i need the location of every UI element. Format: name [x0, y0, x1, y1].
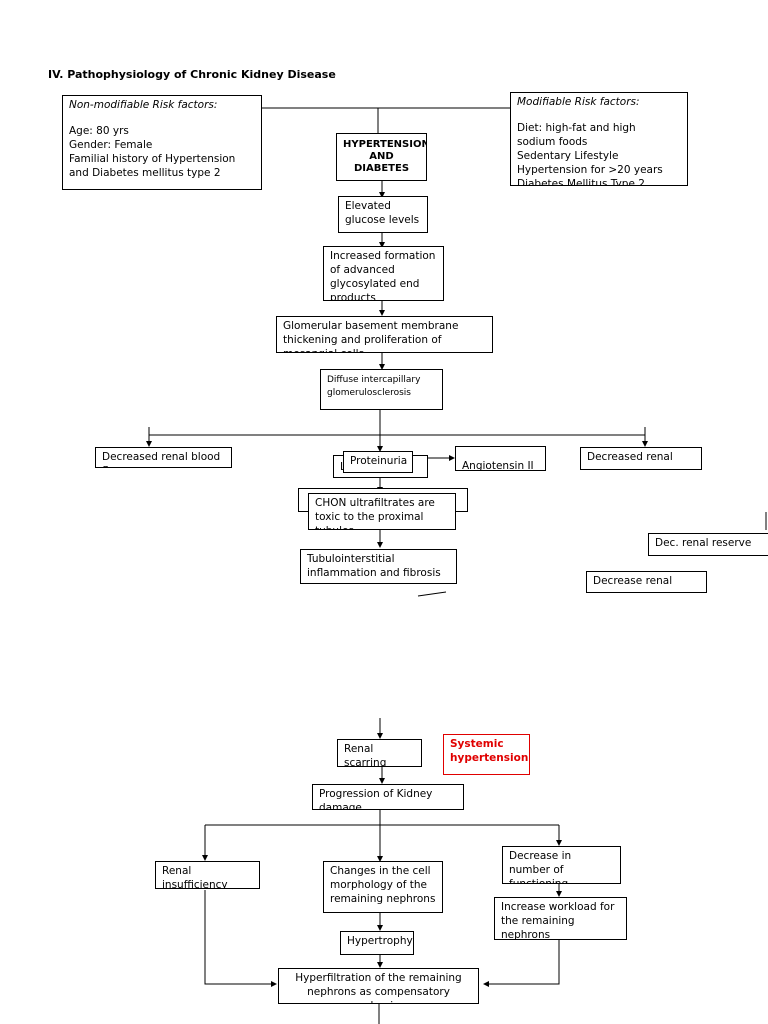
- risk-line: sodium foods: [517, 136, 588, 148]
- node-progression-kidney-damage: Progression of Kidney damage: [312, 784, 464, 810]
- non-modifiable-heading: Non-modifiable Risk factors:: [69, 99, 218, 111]
- risk-line: Sedentary Lifestyle: [517, 150, 619, 162]
- node-decreased-renal-blood-flow: Decreased renal blood flow: [95, 447, 232, 468]
- node-systemic-hypertension: Systemic hypertension: [443, 734, 530, 775]
- node-hyperfiltration: Hyperfiltration of the remaining nephron…: [278, 968, 479, 1004]
- node-dec-renal-reserve: Dec. renal reserve: [648, 533, 768, 556]
- connector: [204, 890, 277, 987]
- non-modifiable-risk-box: Non-modifiable Risk factors: Age: 80 yrs…: [62, 95, 262, 190]
- node-hypertension-diabetes: HYPERTENSION AND DIABETES: [336, 133, 427, 181]
- risk-line: and Diabetes mellitus type 2: [69, 167, 221, 179]
- risk-line: Gender: Female: [69, 139, 153, 151]
- risk-line: Hypertension for >20 years: [517, 164, 663, 176]
- node-decreased-renal: Decreased renal: [580, 447, 702, 470]
- risk-line: Familial history of Hypertension: [69, 153, 236, 165]
- node-cell-morphology-changes: Changes in the cell morphology of the re…: [323, 861, 443, 913]
- node-decrease-functioning-nephrons: Decrease in number of functioning nephro…: [502, 846, 621, 884]
- node-angiotensin-ii: Angiotensin II: [455, 446, 546, 471]
- connector: [483, 940, 560, 987]
- node-increase-workload: Increase workload for the remaining neph…: [494, 897, 627, 940]
- node-renal-insufficiency: Renal insufficiency: [155, 861, 260, 889]
- node-elevated-glucose: Elevated glucose levels: [338, 196, 428, 233]
- risk-line: Diet: high-fat and high: [517, 122, 636, 134]
- node-hypertrophy: Hypertrophy: [340, 931, 414, 955]
- risk-line: Age: 80 yrs: [69, 125, 129, 137]
- node-decrease-renal: Decrease renal: [586, 571, 707, 593]
- node-renal-scarring: Renal scarring: [337, 739, 422, 767]
- risk-line: Diabetes Mellitus Type 2: [517, 178, 645, 186]
- node-glycosylated-end-products: Increased formation of advanced glycosyl…: [323, 246, 444, 301]
- node-chon-ultrafiltrates: CHON ultrafiltrates are toxic to the pro…: [308, 493, 456, 530]
- node-tubulointerstitial-fibrosis: Tubulointerstitial inflammation and fibr…: [300, 549, 457, 584]
- node-proteinuria: Proteinuria: [343, 451, 413, 473]
- node-glomerulosclerosis: Diffuse intercapillary glomerulosclerosi…: [320, 369, 443, 410]
- node-gbm-thickening: Glomerular basement membrane thickening …: [276, 316, 493, 353]
- page-title: IV. Pathophysiology of Chronic Kidney Di…: [48, 68, 336, 81]
- connector: [417, 591, 447, 597]
- modifiable-heading: Modifiable Risk factors:: [517, 96, 640, 108]
- modifiable-risk-box: Modifiable Risk factors: Diet: high-fat …: [510, 92, 688, 186]
